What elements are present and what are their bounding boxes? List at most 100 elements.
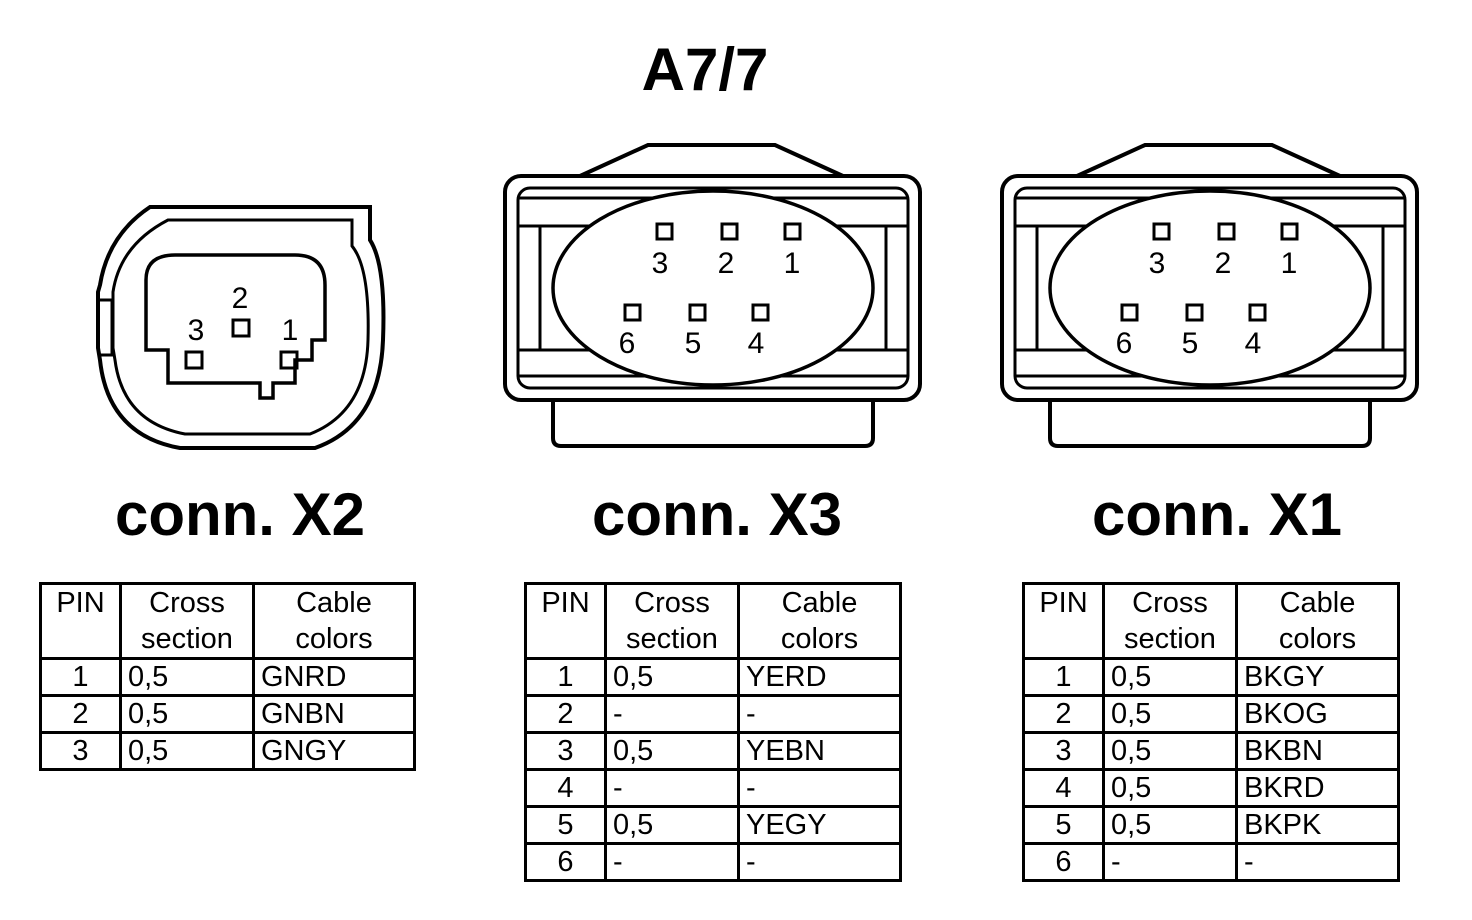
cell-pin: 5 xyxy=(524,805,607,845)
x1-pin-2 xyxy=(1217,222,1236,241)
table-row: 6-- xyxy=(1022,842,1400,882)
connector-x2-drawing: 1 2 3 xyxy=(96,205,386,450)
cell-cable-color: YEBN xyxy=(737,731,902,771)
table-row: 4-- xyxy=(524,768,902,808)
cell-pin: 4 xyxy=(524,768,607,808)
x3-pin-3 xyxy=(655,222,674,241)
cell-cable-color: - xyxy=(1235,842,1400,882)
header-cross-section: Cross section xyxy=(1102,582,1238,660)
x3-pin-1 xyxy=(783,222,802,241)
cell-pin: 1 xyxy=(39,657,122,697)
table-header-row: PIN Cross section Cable colors xyxy=(1022,582,1400,660)
x3-pin-label-5: 5 xyxy=(685,327,702,360)
x1-pin-6 xyxy=(1120,303,1139,322)
table-header-row: PIN Cross section Cable colors xyxy=(524,582,902,660)
cell-cable-color: GNBN xyxy=(252,694,416,734)
cell-cable-color: GNGY xyxy=(252,731,416,771)
cell-cable-color: - xyxy=(737,694,902,734)
cell-cross-section: 0,5 xyxy=(1102,694,1238,734)
x1-pin-5 xyxy=(1185,303,1204,322)
x3-pin-label-2: 2 xyxy=(718,247,735,280)
x2-pin-1 xyxy=(279,350,299,370)
cell-cable-color: BKPK xyxy=(1235,805,1400,845)
x3-pin-label-3: 3 xyxy=(652,247,669,280)
x1-pin-1 xyxy=(1280,222,1299,241)
cell-pin: 2 xyxy=(1022,694,1105,734)
cell-cross-section: 0,5 xyxy=(1102,805,1238,845)
cell-cross-section: 0,5 xyxy=(1102,768,1238,808)
header-cable-colors: Cable colors xyxy=(252,582,416,660)
x2-pin-label-1: 1 xyxy=(282,314,299,347)
x1-pin-label-2: 2 xyxy=(1215,247,1232,280)
cell-cross-section: 0,5 xyxy=(1102,731,1238,771)
cell-cable-color: YEGY xyxy=(737,805,902,845)
table-header-row: PIN Cross section Cable colors xyxy=(39,582,416,660)
x1-pin-4 xyxy=(1248,303,1267,322)
cell-cable-color: BKBN xyxy=(1235,731,1400,771)
cell-pin: 5 xyxy=(1022,805,1105,845)
x1-housing-outer xyxy=(1000,174,1419,402)
cell-pin: 2 xyxy=(524,694,607,734)
x1-pin-3 xyxy=(1152,222,1171,241)
x1-pin-face xyxy=(1048,189,1372,387)
cell-cross-section: 0,5 xyxy=(604,805,740,845)
x3-pin-5 xyxy=(688,303,707,322)
header-cable-colors: Cable colors xyxy=(1235,582,1400,660)
connector-x2-label: conn. X2 xyxy=(114,481,366,548)
x1-pin-label-1: 1 xyxy=(1281,247,1298,280)
cell-cable-color: GNRD xyxy=(252,657,416,697)
connector-x1-label: conn. X1 xyxy=(1091,481,1343,548)
cell-pin: 2 xyxy=(39,694,122,734)
cell-pin: 3 xyxy=(524,731,607,771)
x2-pin-3 xyxy=(184,350,204,370)
x1-pin-label-4: 4 xyxy=(1245,327,1262,360)
cell-pin: 3 xyxy=(39,731,122,771)
table-row: 2-- xyxy=(524,694,902,734)
x3-pin-6 xyxy=(623,303,642,322)
x3-top-tab xyxy=(579,143,844,178)
diagram-title: A7/7 xyxy=(641,36,769,103)
x3-pin-face xyxy=(551,189,875,387)
x1-top-tab xyxy=(1076,143,1341,178)
cell-cross-section: - xyxy=(604,768,740,808)
cell-cable-color: BKGY xyxy=(1235,657,1400,697)
header-cross-section: Cross section xyxy=(119,582,255,660)
cell-pin: 1 xyxy=(1022,657,1105,697)
x2-housing-outline xyxy=(96,205,386,450)
x3-pin-label-4: 4 xyxy=(748,327,765,360)
cell-cable-color: BKRD xyxy=(1235,768,1400,808)
cell-pin: 6 xyxy=(524,842,607,882)
cell-pin: 4 xyxy=(1022,768,1105,808)
cell-cable-color: - xyxy=(737,768,902,808)
x3-pin-label-1: 1 xyxy=(784,247,801,280)
cell-pin: 6 xyxy=(1022,842,1105,882)
x2-pin-label-3: 3 xyxy=(188,314,205,347)
x3-pin-label-6: 6 xyxy=(619,327,636,360)
x3-pin-4 xyxy=(751,303,770,322)
cell-cross-section: 0,5 xyxy=(1102,657,1238,697)
header-cross-section: Cross section xyxy=(604,582,740,660)
header-pin: PIN xyxy=(39,582,122,660)
cell-cross-section: 0,5 xyxy=(119,731,255,771)
cell-cross-section: - xyxy=(1102,842,1238,882)
x3-pin-2 xyxy=(720,222,739,241)
cell-cross-section: 0,5 xyxy=(604,657,740,697)
x3-housing-outer xyxy=(503,174,922,402)
header-pin: PIN xyxy=(1022,582,1105,660)
x3-housing-inner xyxy=(516,186,910,390)
x1-pin-label-6: 6 xyxy=(1116,327,1133,360)
x3-bottom-skirt xyxy=(551,400,875,448)
cell-cross-section: - xyxy=(604,694,740,734)
x2-pin-2 xyxy=(231,318,251,338)
connector-x1-drawing: 3 2 1 6 5 4 xyxy=(1000,143,1419,448)
cell-cross-section: - xyxy=(604,842,740,882)
